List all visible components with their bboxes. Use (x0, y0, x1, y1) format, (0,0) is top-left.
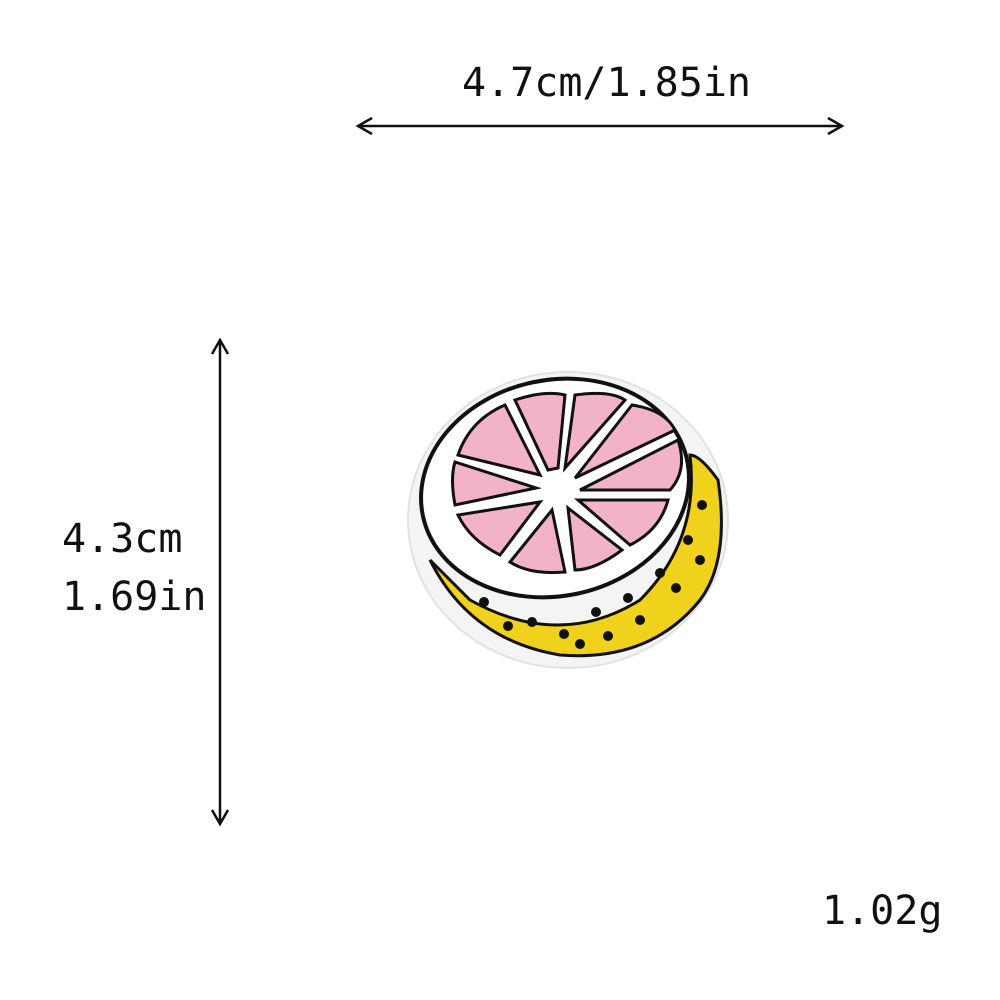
rind-seeds (479, 500, 707, 649)
weight-label: 1.02g (822, 888, 943, 934)
grapefruit-patch-image (407, 371, 729, 669)
height-in-label: 1.69in (62, 574, 207, 620)
width-arrow (355, 116, 845, 136)
fruit-segments (451, 391, 684, 574)
height-arrow (210, 337, 230, 827)
width-dimension-label: 4.7cm/1.85in (462, 60, 751, 106)
height-cm-label: 4.3cm (62, 516, 183, 562)
